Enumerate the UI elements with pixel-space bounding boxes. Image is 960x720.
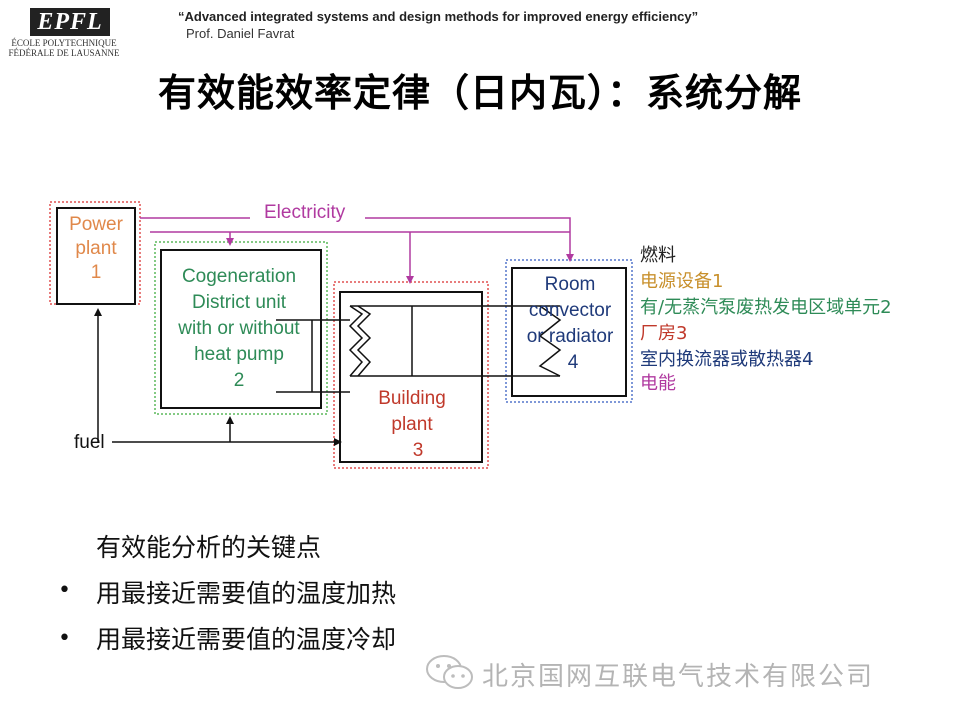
power-plant-label: Power plant 1 bbox=[69, 214, 124, 283]
svg-text:Power: Power bbox=[69, 214, 124, 235]
room-convector-label: Room convector or radiator 4 bbox=[527, 274, 614, 373]
slide-title: 有效能效率定律（日内瓦）：系统分解 bbox=[157, 71, 802, 115]
cogeneration-boundary bbox=[154, 241, 328, 415]
logo-line-2: FÉDÉRALE DE LAUSANNE bbox=[8, 48, 120, 58]
svg-text:or radiator: or radiator bbox=[527, 326, 614, 347]
cogeneration-box bbox=[160, 249, 322, 409]
legend-power-plant: 电源设备1 bbox=[640, 271, 724, 292]
svg-text:convector: convector bbox=[529, 300, 612, 321]
legend-building-plant: 厂房3 bbox=[640, 323, 688, 344]
heat-pipes bbox=[276, 305, 562, 393]
svg-text:1: 1 bbox=[91, 262, 102, 283]
course-title: “Advanced integrated systems and design … bbox=[178, 9, 699, 24]
svg-text:Cogeneration: Cogeneration bbox=[182, 266, 296, 287]
svg-text:District unit: District unit bbox=[192, 292, 287, 313]
logo-mark: EPFL bbox=[30, 8, 110, 36]
fuel-label: fuel bbox=[74, 432, 105, 453]
svg-text:Building: Building bbox=[378, 388, 446, 409]
svg-text:2: 2 bbox=[234, 370, 245, 391]
power-plant-box bbox=[56, 207, 136, 305]
room-boundary bbox=[505, 259, 633, 403]
system-decomposition-diagram: Electricity fuel Power plant 1 Cogenerat… bbox=[49, 201, 633, 469]
building-plant-label: Building plant 3 bbox=[378, 388, 446, 461]
svg-text:3: 3 bbox=[413, 440, 424, 461]
watermark: 北京国网互联电气技术有限公司 bbox=[420, 648, 940, 698]
electricity-lines bbox=[140, 217, 571, 282]
legend-fuel: 燃料 bbox=[640, 245, 676, 266]
room-box bbox=[511, 267, 627, 397]
legend-cogeneration: 有/无蒸汽泵废热发电区域单元2 bbox=[640, 297, 892, 318]
cogeneration-label: Cogeneration District unit with or witho… bbox=[177, 266, 300, 391]
bullet-dot-2: • bbox=[58, 626, 71, 651]
svg-text:plant: plant bbox=[391, 414, 433, 435]
electricity-label: Electricity bbox=[264, 202, 346, 223]
watermark-text: 北京国网互联电气技术有限公司 bbox=[482, 662, 875, 692]
svg-text:plant: plant bbox=[75, 238, 117, 259]
bullet-dot-1: • bbox=[58, 578, 71, 603]
logo-line-1: ÉCOLE POLYTECHNIQUE bbox=[11, 38, 117, 48]
legend-electricity: 电能 bbox=[640, 373, 676, 394]
wechat-icon bbox=[426, 655, 473, 689]
svg-text:heat pump: heat pump bbox=[194, 344, 284, 365]
svg-text:4: 4 bbox=[568, 352, 579, 373]
building-plant-box bbox=[339, 291, 483, 463]
bullets-heading: 有效能分析的关键点 bbox=[96, 533, 322, 562]
svg-text:with or without: with or without bbox=[177, 318, 300, 339]
epfl-logo: EPFL ÉCOLE POLYTECHNIQUE FÉDÉRALE DE LAU… bbox=[8, 4, 120, 58]
bullet-item-1: 用最接近需要值的温度加热 bbox=[96, 579, 397, 608]
svg-text:Room: Room bbox=[545, 274, 596, 295]
bullet-item-2: 用最接近需要值的温度冷却 bbox=[96, 625, 397, 654]
legend-room: 室内换流器或散热器4 bbox=[640, 349, 814, 370]
professor-name: Prof. Daniel Favrat bbox=[186, 26, 295, 41]
